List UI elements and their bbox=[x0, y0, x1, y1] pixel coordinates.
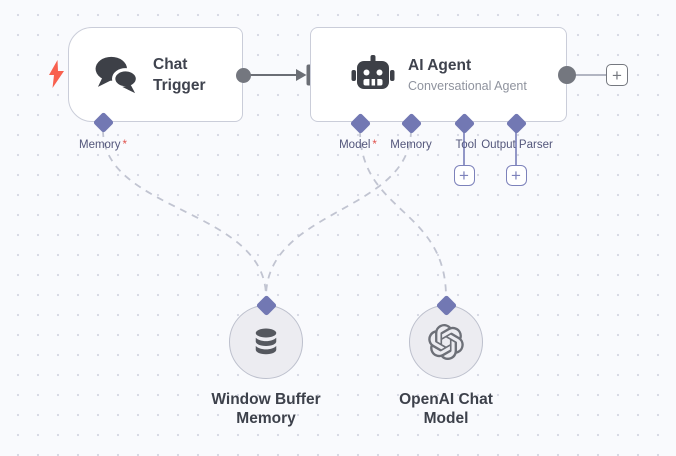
label-text: Model bbox=[339, 139, 371, 151]
add-tool-button[interactable]: + bbox=[453, 164, 475, 186]
robot-icon bbox=[351, 54, 395, 89]
required-marker: * bbox=[372, 139, 377, 151]
node-openai-chat-model[interactable] bbox=[409, 305, 483, 379]
chat-trigger-title: Chat Trigger bbox=[153, 55, 206, 94]
label-chat-memory: Memory* bbox=[48, 139, 158, 151]
wbm-label: Window Buffer Memory bbox=[211, 391, 321, 427]
connection-aiagent-model-openai[interactable] bbox=[359, 129, 447, 298]
connection-arrowhead-icon bbox=[296, 69, 307, 81]
plus-icon: + bbox=[612, 65, 622, 85]
trigger-bolt-icon bbox=[49, 60, 64, 88]
label-memory: Memory bbox=[356, 139, 466, 151]
label-text: Memory bbox=[78, 139, 121, 151]
chat-bubbles-icon bbox=[95, 56, 140, 93]
label-text: Memory bbox=[390, 139, 432, 151]
label-text: Tool bbox=[455, 139, 477, 151]
label-output-parser: Output Parser bbox=[462, 139, 572, 151]
openai-label: OpenAI Chat Model bbox=[399, 391, 493, 427]
connection-chattrigger-memory-wbm[interactable] bbox=[102, 129, 267, 298]
label-text: Output Parser bbox=[481, 139, 553, 151]
connection-aiagent-memory-wbm[interactable] bbox=[265, 129, 412, 298]
ai-agent-output-port[interactable] bbox=[558, 66, 576, 84]
node-chat-trigger[interactable]: Chat Trigger bbox=[68, 27, 243, 122]
database-icon bbox=[255, 328, 277, 355]
ai-agent-subtitle: Conversational Agent bbox=[408, 79, 527, 93]
add-outputparser-button[interactable]: + bbox=[505, 164, 527, 186]
required-marker: * bbox=[122, 139, 127, 151]
plus-icon: + bbox=[511, 165, 521, 185]
ai-agent-title: AI Agent bbox=[408, 57, 472, 74]
label-tool: Tool bbox=[411, 139, 521, 151]
add-node-button[interactable]: + bbox=[606, 64, 628, 86]
plus-icon: + bbox=[459, 165, 469, 185]
node-ai-agent[interactable]: AI Agent Conversational Agent bbox=[310, 27, 567, 122]
openai-logo-icon bbox=[428, 324, 464, 360]
label-model: Model* bbox=[303, 139, 413, 151]
chat-trigger-output-port[interactable] bbox=[235, 67, 251, 83]
node-window-buffer-memory[interactable] bbox=[229, 305, 303, 379]
